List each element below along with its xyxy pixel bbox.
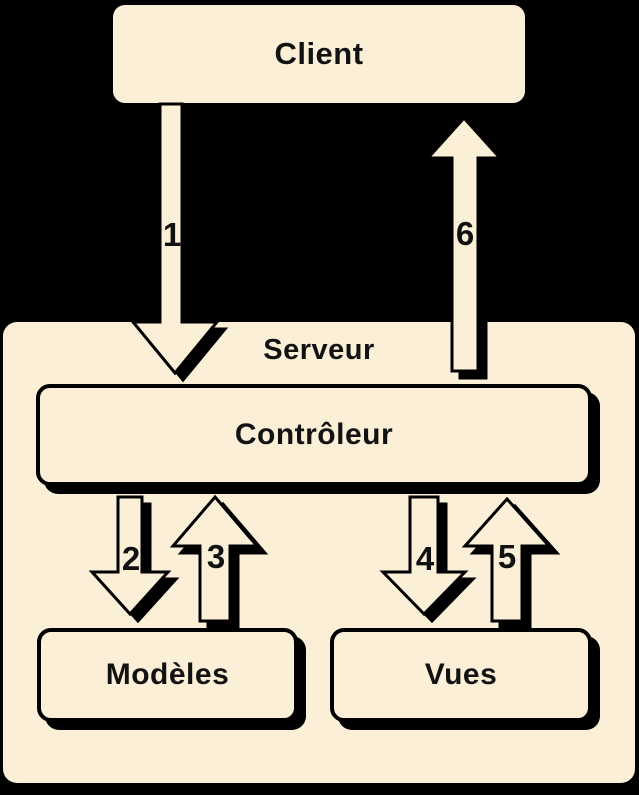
- arrow-1-label: 1: [163, 216, 181, 253]
- models-node-label: Modèles: [105, 658, 230, 691]
- client-node-label: Client: [274, 36, 364, 71]
- server-group-label: Serveur: [263, 334, 375, 366]
- views-node: Vues: [330, 628, 592, 722]
- models-node: Modèles: [37, 628, 298, 722]
- views-node-label: Vues: [424, 658, 498, 691]
- controller-node: Contrôleur: [36, 384, 592, 486]
- arrow-6-label: 6: [456, 215, 474, 252]
- client-node: Client: [113, 5, 525, 103]
- controller-node-label: Contrôleur: [234, 418, 394, 451]
